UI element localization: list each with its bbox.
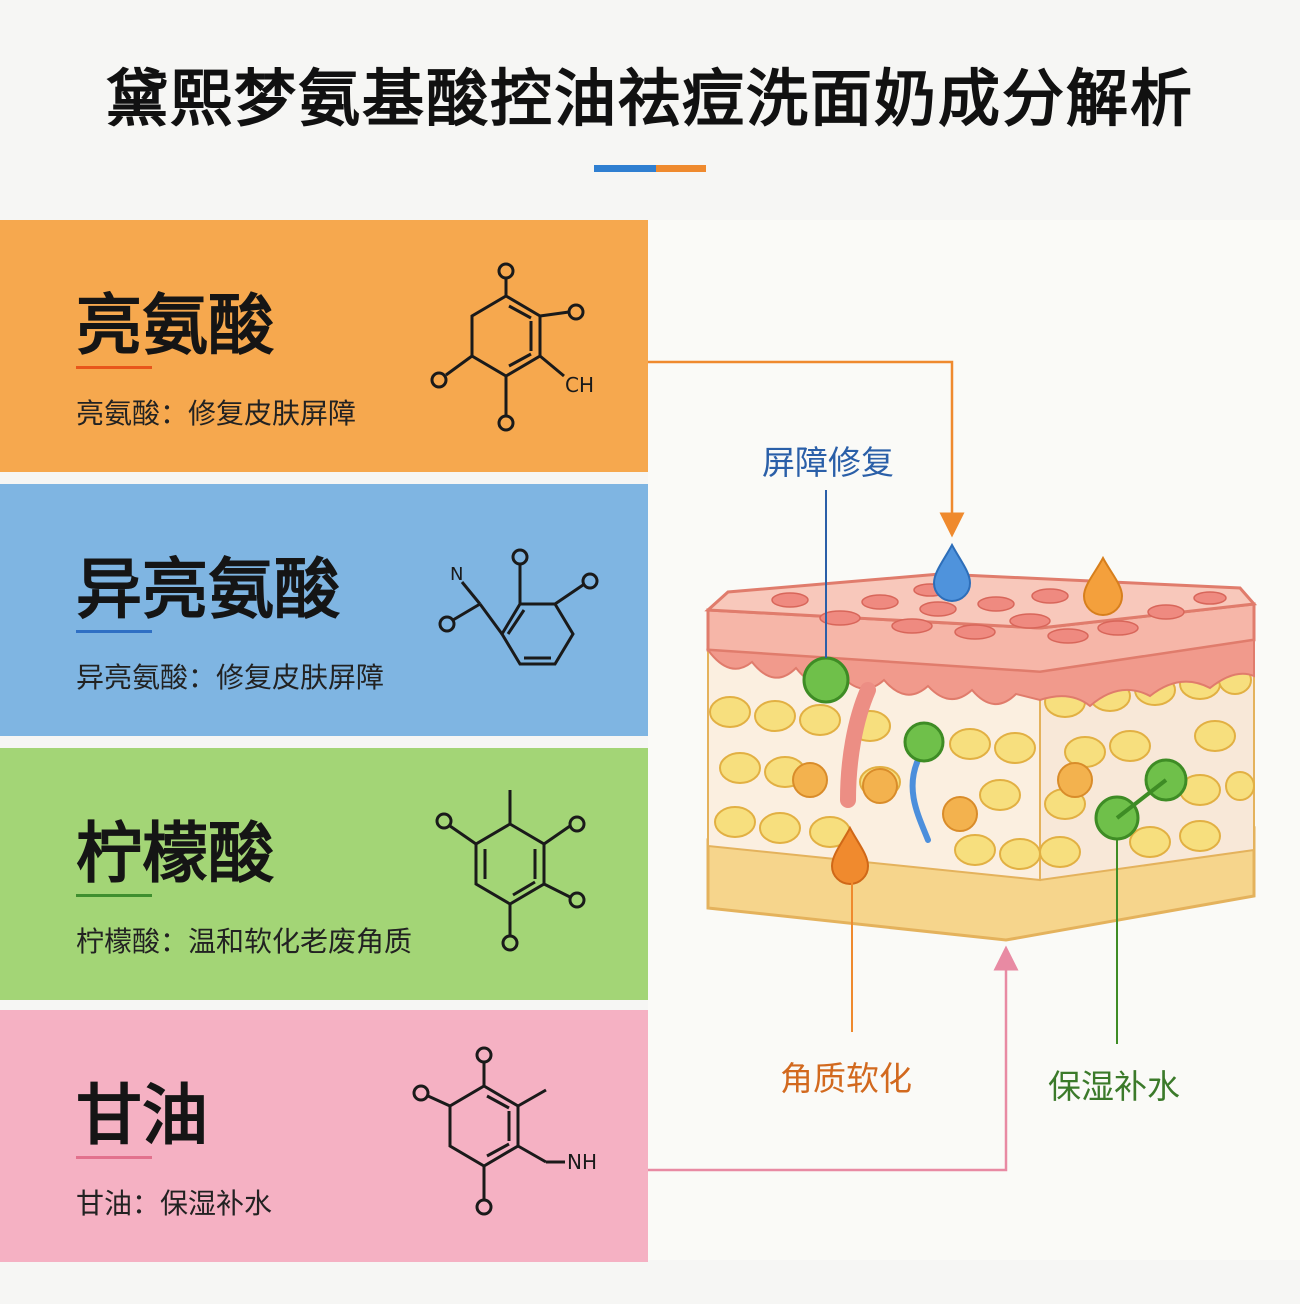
ingredient-name: 柠檬酸 xyxy=(76,815,274,892)
ingredient-divider xyxy=(76,366,152,369)
molecule-structure-icon: N xyxy=(438,548,599,666)
skin-diagram-panel xyxy=(648,220,1300,1260)
ingredient-card-glycerin: 甘油 甘油：保湿补水 NH xyxy=(0,1010,648,1262)
ingredient-divider xyxy=(76,630,152,633)
ingredient-name: 异亮氨酸 xyxy=(76,551,340,628)
molecule-group-label: NH xyxy=(567,1150,597,1174)
label-keratin-softening: 角质软化 xyxy=(780,1059,912,1098)
ingredient-card-leucine: 亮氨酸 亮氨酸：修复皮肤屏障 CH xyxy=(0,220,648,472)
label-barrier-repair: 屏障修复 xyxy=(762,443,894,482)
ingredient-description: 亮氨酸：修复皮肤屏障 xyxy=(76,397,357,430)
ingredient-divider xyxy=(76,1156,152,1159)
molecule-group-label: N xyxy=(450,564,463,585)
molecule-group-label: CH xyxy=(565,373,594,397)
ingredient-description: 柠檬酸：温和软化老废角质 xyxy=(76,925,413,958)
ingredient-name: 亮氨酸 xyxy=(76,287,274,364)
label-moisturizing: 保湿补水 xyxy=(1048,1067,1180,1106)
ingredient-divider xyxy=(76,894,152,897)
molecule-structure-icon: CH xyxy=(430,262,594,432)
ingredient-card-citric-acid: 柠檬酸 柠檬酸：温和软化老废角质 xyxy=(0,748,648,1000)
molecule-structure-icon xyxy=(435,790,586,952)
ingredient-description: 异亮氨酸：修复皮肤屏障 xyxy=(76,661,385,694)
ingredient-description: 甘油：保湿补水 xyxy=(76,1187,273,1220)
ingredient-card-isoleucine: 异亮氨酸 异亮氨酸：修复皮肤屏障 N xyxy=(0,484,648,736)
molecule-structure-icon: NH xyxy=(412,1046,597,1216)
title-accent-blue xyxy=(594,165,656,172)
title-accent-orange xyxy=(656,165,706,172)
page-title: 黛熙梦氨基酸控油祛痘洗面奶成分解析 xyxy=(105,62,1194,135)
ingredient-name: 甘油 xyxy=(76,1077,208,1154)
